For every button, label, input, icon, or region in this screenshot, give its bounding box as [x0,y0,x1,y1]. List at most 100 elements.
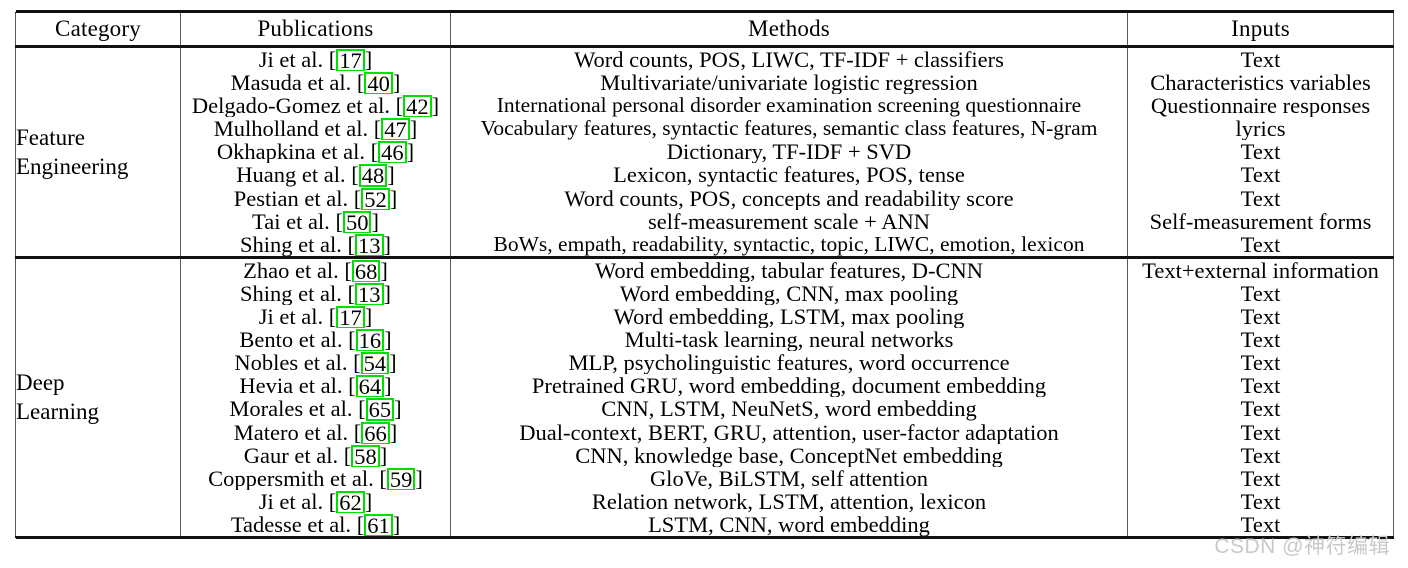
citation-highlight: 66 [361,420,390,444]
publication-entry: Matero et al. [66] [233,420,398,444]
input-entry: Text [1240,140,1281,164]
publication-author: Ji et al. [258,489,324,513]
publication-entry: Shing et al. [13] [240,232,391,256]
method-entry: self-measurement scale + ANN [648,209,930,233]
citation-number: 65 [368,397,392,421]
citation-highlight: 13 [355,282,384,306]
method-entry: Word embedding, CNN, max pooling [619,281,959,306]
citation-number: 47 [384,117,407,141]
input-entry: lyrics [1235,117,1286,141]
publications-cell: Ji et al. [17]Masuda et al. [40]Delgado-… [180,47,451,257]
citation-highlight: 54 [360,351,390,375]
method-entry: Dual-context, BERT, GRU, attention, user… [519,420,1059,444]
table-rule [15,10,1394,13]
input-entry: Text [1240,232,1281,256]
citation-number: 50 [345,209,369,233]
citation-highlight: 40 [364,71,393,95]
column-header-publications: Publications [180,12,451,46]
citation-highlight: 42 [403,94,432,118]
rule-cell [15,10,1394,13]
publication-author: Hevia et al. [239,374,343,398]
publication-entry: Ji et al. [17] [258,48,373,72]
citation-highlight: 58 [351,443,380,467]
publication-entry: Shing et al. [13] [240,281,391,306]
citation-number: 42 [406,94,429,118]
input-entry: Text [1240,351,1281,375]
citation-highlight: 64 [355,374,385,398]
citation-highlight: 59 [386,467,416,490]
citation-highlight: 16 [355,328,385,352]
citation-number: 61 [367,512,390,536]
publication-entry: Mulholland et al. [47] [213,117,418,141]
publications-cell: Zhao et al. [68]Shing et al. [13]Ji et a… [180,258,451,537]
table-rule [15,256,1394,259]
citation-number: 66 [364,420,387,444]
citation-number: 17 [339,48,362,72]
citation-number: 16 [358,328,382,352]
table-rule [15,536,1394,539]
publication-entry: Pestian et al. [52] [233,186,398,210]
publication-entry: Nobles et al. [54] [234,351,397,375]
citation-number: 46 [381,140,404,164]
input-entry: Text [1240,512,1281,536]
rule-cell [15,256,1394,259]
publication-author: Huang et al. [236,163,346,187]
input-entry: Text [1240,466,1281,490]
column-header-inputs: Inputs [1127,12,1394,46]
method-entry: Lexicon, syntactic features, POS, tense [613,163,965,187]
methods-cell: Word counts, POS, LIWC, TF-IDF + classif… [450,47,1128,257]
rule-cell [15,45,1394,48]
publication-author: Morales et al. [229,397,353,421]
publication-author: Coppersmith et al. [208,466,374,490]
input-entry: Text [1240,397,1281,421]
citation-number: 68 [354,258,378,282]
method-entry: Multi-task learning, neural networks [624,328,954,352]
input-entry: Characteristics variables [1150,71,1371,95]
method-entry: CNN, knowledge base, ConceptNet embeddin… [575,443,1003,467]
publication-entry: Bento et al. [16] [239,328,392,352]
citation-number: 64 [358,374,382,398]
citation-highlight: 65 [365,397,395,421]
method-entry: Vocabulary features, syntactic features,… [480,117,1098,141]
publication-author: Gaur et al. [243,443,339,467]
method-entry: Dictionary, TF-IDF + SVD [666,140,912,164]
publication-entry: Huang et al. [48] [236,163,395,187]
method-entry: CNN, LSTM, NeuNetS, word embedding [601,397,977,421]
citation-highlight: 46 [378,140,407,164]
input-entry: Text [1240,374,1281,398]
citation-number: 58 [354,443,377,467]
citation-number: 40 [367,71,390,95]
method-entry: Word counts, POS, concepts and readabili… [564,186,1014,210]
input-entry: Text+external information [1142,258,1379,282]
method-entry: Word embedding, tabular features, D-CNN [594,258,984,282]
method-entry: Relation network, LSTM, attention, lexic… [591,489,987,513]
category-line-2: Engineering [16,153,129,179]
input-entry: Text [1240,328,1281,352]
publication-author: Matero et al. [233,420,349,444]
input-entry: Text [1240,48,1281,72]
publication-entry: Tadesse et al. [61] [230,512,401,536]
input-entry: Text [1240,163,1281,187]
method-entry: Word embedding, LSTM, max pooling [613,305,965,329]
citation-number: 17 [339,305,362,329]
category-line-1: Feature [16,124,85,150]
publication-author: Masuda et al. [230,71,352,95]
publication-author: Shing et al. [240,232,342,256]
publication-author: Pestian et al. [233,186,349,210]
input-entry: Text [1240,305,1281,329]
citation-number: 54 [363,351,387,375]
rule-cell [15,536,1394,539]
input-entry: Text [1240,489,1281,513]
citation-number: 52 [364,186,387,210]
publication-author: Mulholland et al. [213,117,369,141]
method-entry: BoWs, empath, readability, syntactic, to… [493,232,1085,256]
category-line-2: Learning [16,399,100,425]
citation-highlight: 47 [381,117,410,141]
method-entry: LSTM, CNN, word embedding [648,512,930,536]
